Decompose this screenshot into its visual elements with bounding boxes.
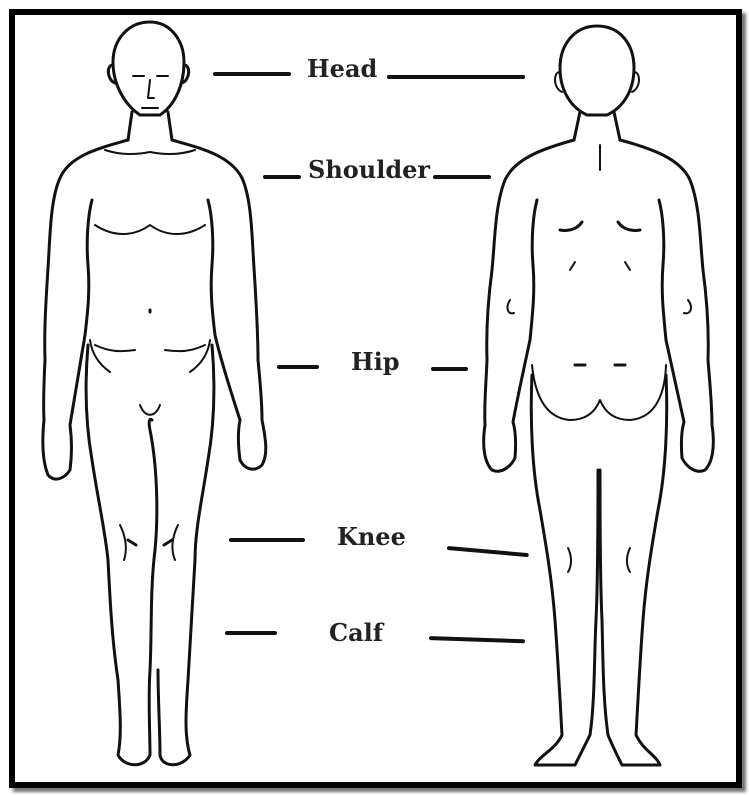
knee-left-dash [229, 538, 305, 542]
shoulder-right-dash [433, 175, 491, 179]
hip-left-dash [277, 365, 319, 369]
head-right-dash [387, 75, 525, 79]
shoulder-label: Shoulder [308, 155, 431, 184]
calf-left-dash [225, 631, 277, 635]
diagram-frame: Head Shoulder Hip Knee Calf [9, 9, 742, 788]
hip-right-dash [431, 367, 468, 371]
front-body-figure [41, 20, 268, 767]
body-outline-figures [41, 20, 715, 767]
head-left-dash [213, 72, 291, 76]
head-label: Head [307, 54, 378, 83]
hip-label: Hip [351, 347, 400, 376]
knee-label: Knee [337, 522, 406, 551]
back-body-figure [482, 24, 715, 767]
calf-label: Calf [329, 618, 384, 647]
shoulder-left-dash [263, 175, 301, 179]
